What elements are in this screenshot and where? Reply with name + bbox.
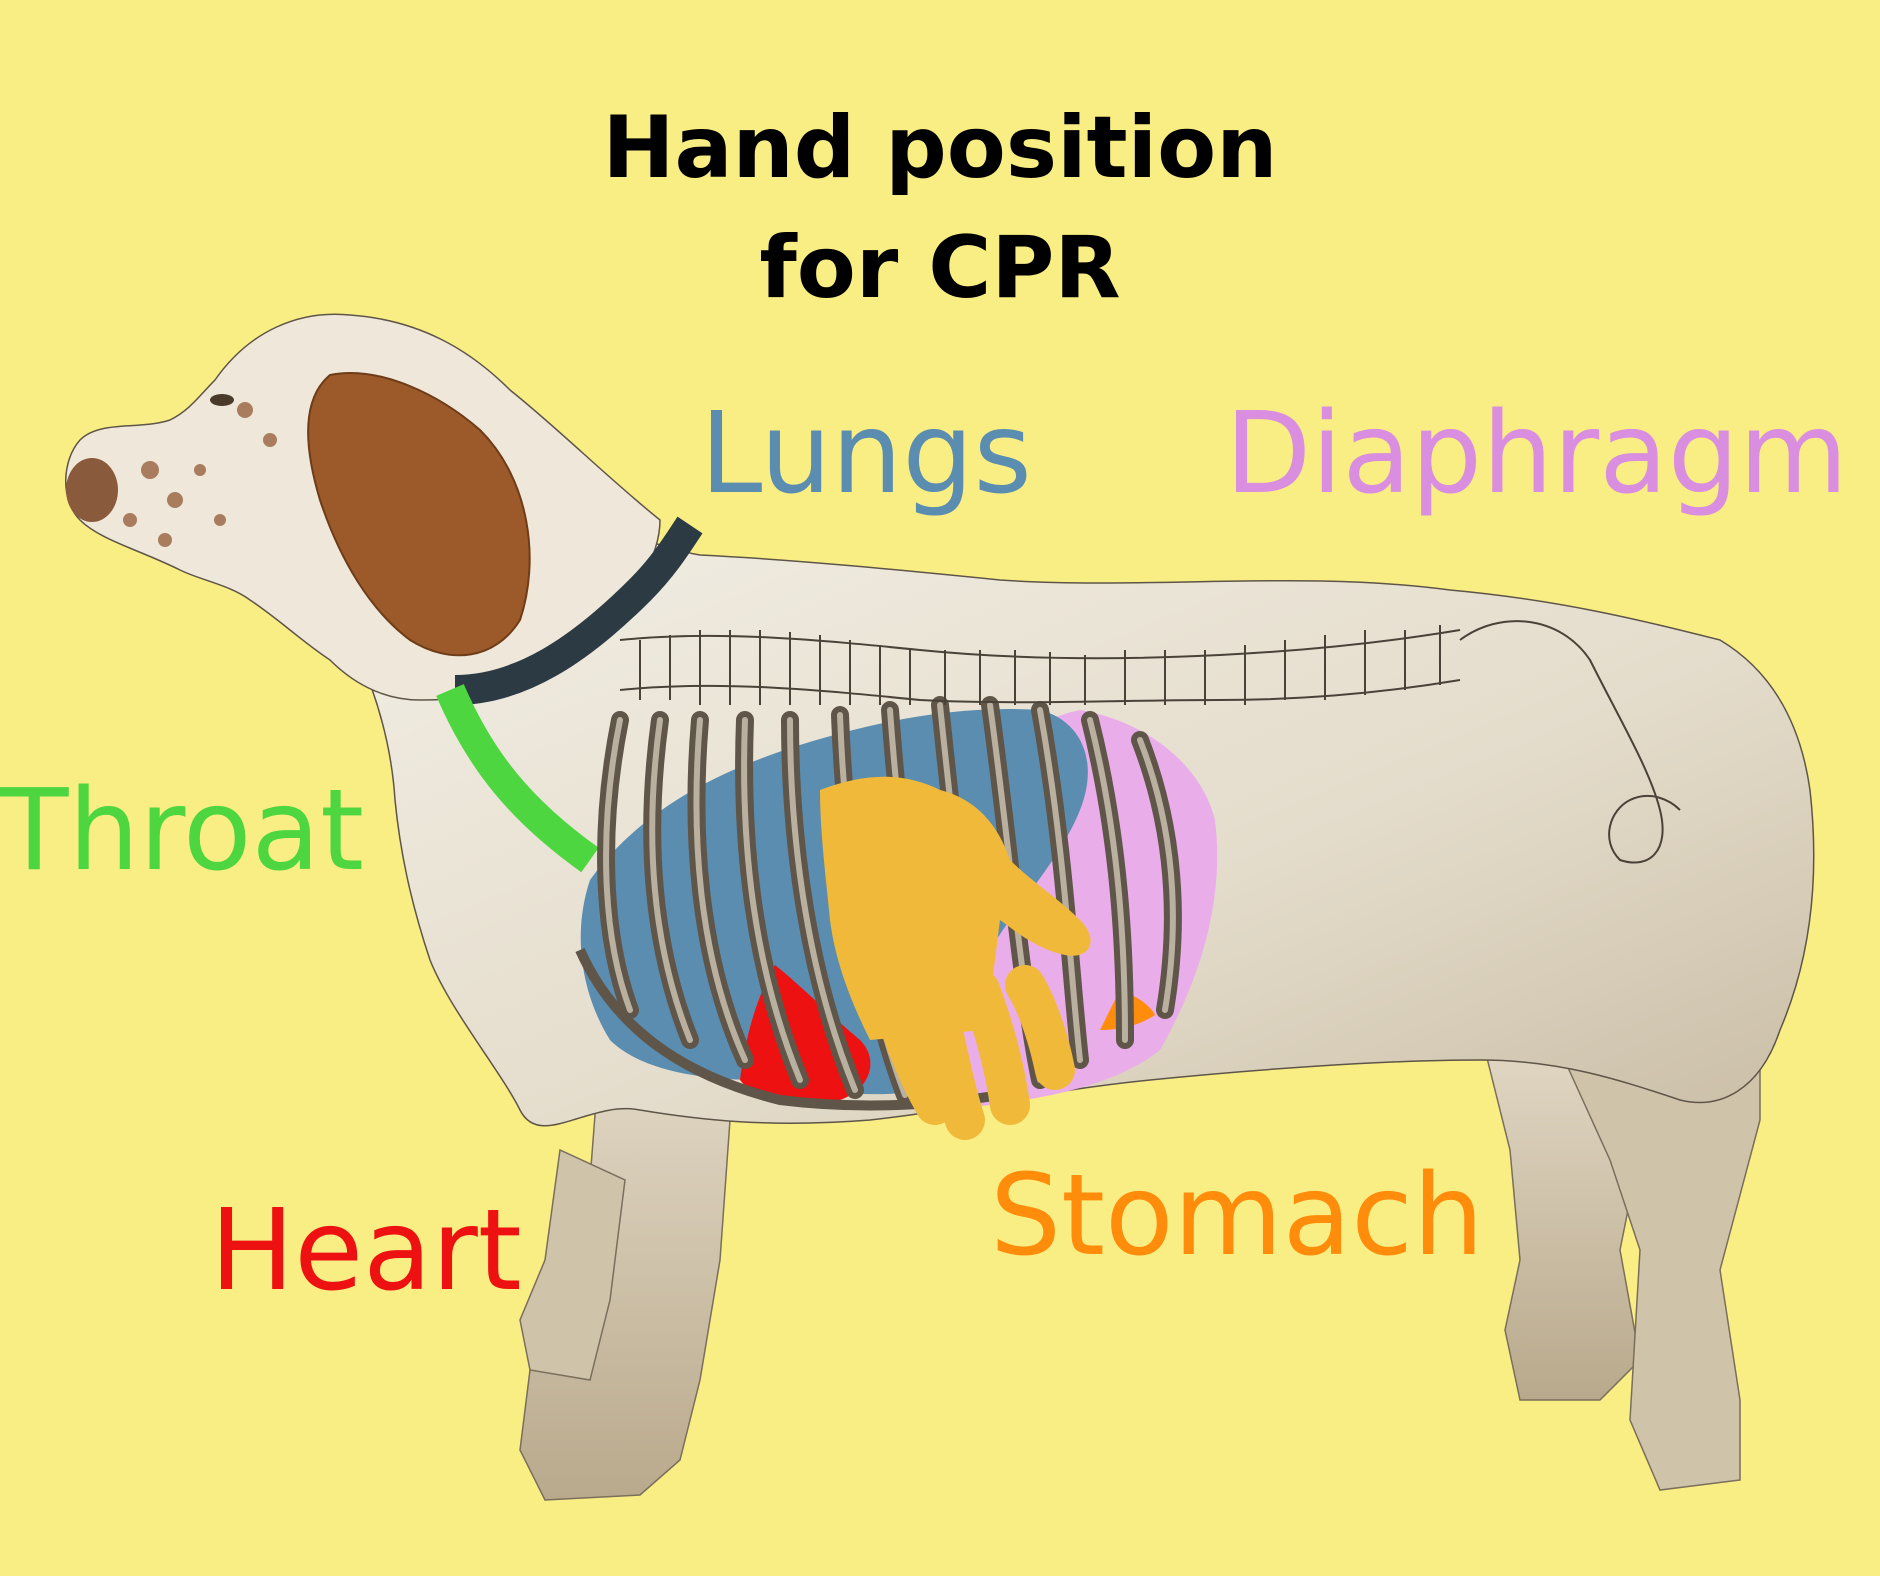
page-title: Hand position for CPR xyxy=(0,88,1880,328)
front-leg-far xyxy=(519,1148,626,1381)
throat-tube xyxy=(436,684,599,873)
muzzle-freckles xyxy=(123,402,277,547)
hand-finger-4 xyxy=(1005,965,1075,1090)
dog-collar xyxy=(454,516,703,705)
hind-leg-far xyxy=(1558,1039,1761,1491)
dog-eye xyxy=(210,394,234,406)
throat-label: Throat xyxy=(0,766,365,896)
pelvis xyxy=(1459,620,1681,864)
hand-finger-1 xyxy=(870,970,955,1125)
hand-finger-3 xyxy=(960,970,1030,1125)
title-line-2: for CPR xyxy=(759,218,1121,318)
lungs-label: Lungs xyxy=(700,389,1032,519)
dog-ear xyxy=(307,372,531,657)
diaphragm-label: Diaphragm xyxy=(1225,389,1848,519)
heart-label: Heart xyxy=(210,1186,522,1316)
spine xyxy=(619,625,1461,705)
hand-icon xyxy=(820,776,1091,1140)
title-line-1: Hand position xyxy=(602,98,1278,198)
stomach-label: Stomach xyxy=(990,1151,1484,1281)
hand-finger-2 xyxy=(915,975,985,1140)
dog-nose xyxy=(66,458,118,522)
